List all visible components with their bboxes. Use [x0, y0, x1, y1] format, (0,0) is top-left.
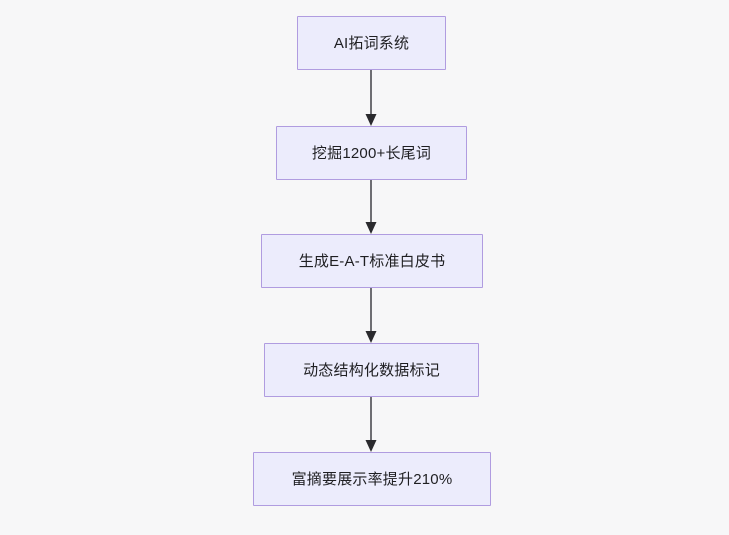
flow-node-mine-longtail-keywords[interactable]: 挖掘1200+长尾词: [276, 126, 467, 180]
flow-node-rich-snippet-impression-lift[interactable]: 富摘要展示率提升210%: [253, 452, 491, 506]
edge-n2-n3: [365, 180, 377, 234]
flow-node-label: 挖掘1200+长尾词: [311, 144, 432, 162]
flow-node-label: 生成E-A-T标准白皮书: [298, 252, 446, 270]
flow-node-dynamic-structured-data-markup[interactable]: 动态结构化数据标记: [264, 343, 479, 397]
flow-node-label: AI拓词系统: [333, 34, 410, 52]
flow-node-label: 动态结构化数据标记: [303, 361, 440, 379]
flow-node-ai-keyword-system[interactable]: AI拓词系统: [297, 16, 446, 70]
flow-node-generate-eat-whitepaper[interactable]: 生成E-A-T标准白皮书: [261, 234, 483, 288]
flow-node-label: 富摘要展示率提升210%: [291, 470, 453, 488]
edge-n1-n2: [365, 70, 377, 126]
edge-n3-n4: [365, 288, 377, 343]
edge-n4-n5: [365, 397, 377, 452]
